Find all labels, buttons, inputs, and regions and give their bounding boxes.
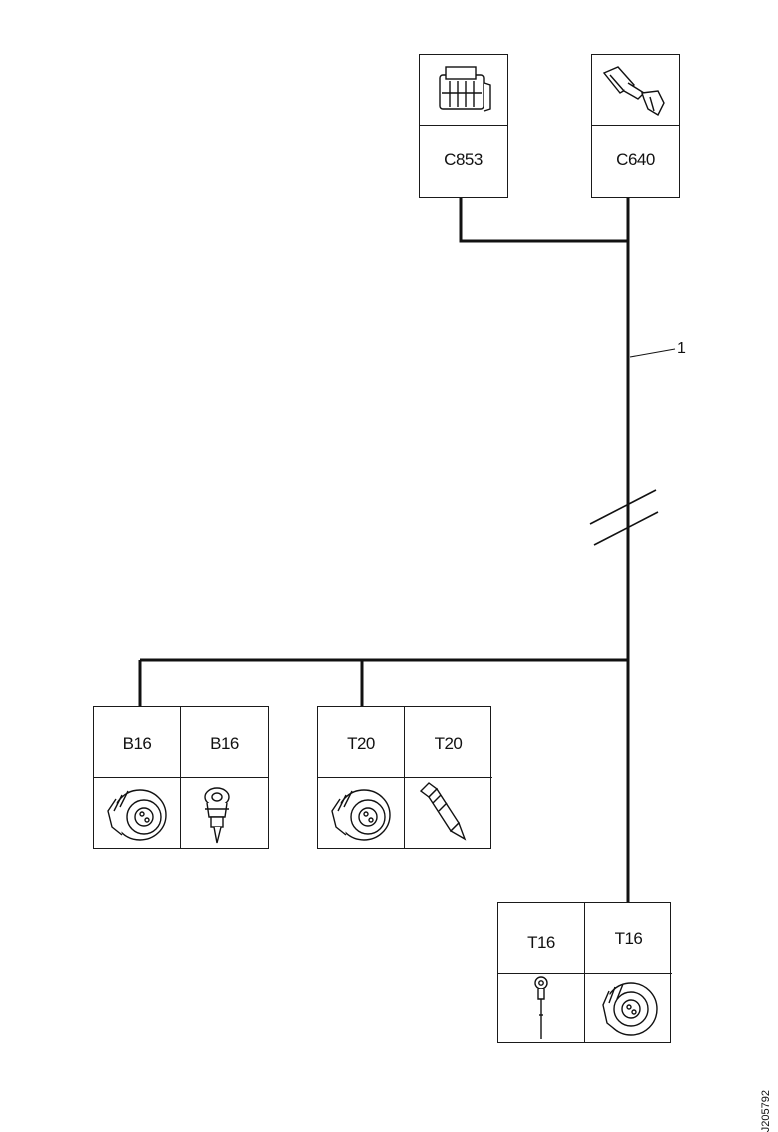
ref-leader-line xyxy=(629,348,676,358)
connector-t16-box: T16 T16 xyxy=(497,902,672,1043)
connector-b16-box: B16 B16 xyxy=(93,706,269,849)
terminal-connector-icon xyxy=(602,66,665,116)
connector-t20-label-a: T20 xyxy=(347,734,375,753)
multi-pin-housing-icon xyxy=(439,66,491,112)
round-plug-icon xyxy=(331,789,391,841)
ring-terminal-icon xyxy=(534,976,548,1039)
sensor-probe-icon xyxy=(204,787,230,844)
connector-t16-label-a: T16 xyxy=(527,933,555,952)
connector-b16-cell-b: B16 xyxy=(181,707,268,848)
connector-c640-label: C640 xyxy=(616,150,655,169)
connector-c640-image-cell xyxy=(592,55,679,126)
connector-c853-image-cell xyxy=(420,55,507,126)
connector-t16-cell-a: T16 xyxy=(498,903,585,1042)
sensor-probe-icon xyxy=(419,782,467,841)
connector-b16-label-a: B16 xyxy=(122,734,152,753)
connector-c853-box: C853 xyxy=(419,54,508,198)
connector-t16-cell-b: T16 xyxy=(585,903,672,1042)
branch-wire-c853 xyxy=(459,198,628,243)
document-id: J205792 xyxy=(760,1090,772,1132)
connector-b16-cell-a: B16 xyxy=(94,707,181,848)
round-plug-icon xyxy=(602,982,658,1036)
connector-b16-label-b: B16 xyxy=(210,734,239,753)
connector-t16-label-b: T16 xyxy=(614,929,643,948)
harness-reference-number: 1 xyxy=(677,340,686,357)
connector-t20-cell-b: T20 xyxy=(405,707,492,848)
connector-t20-label-b: T20 xyxy=(434,734,463,753)
connector-t20-cell-a: T20 xyxy=(318,707,405,848)
wiring-harness xyxy=(138,198,676,902)
connector-t20-box: T20 T20 xyxy=(317,706,492,849)
round-plug-icon xyxy=(107,789,167,841)
break-symbol xyxy=(589,489,659,546)
connector-c853-label: C853 xyxy=(444,150,483,169)
connector-c640-box: C640 xyxy=(591,54,680,198)
